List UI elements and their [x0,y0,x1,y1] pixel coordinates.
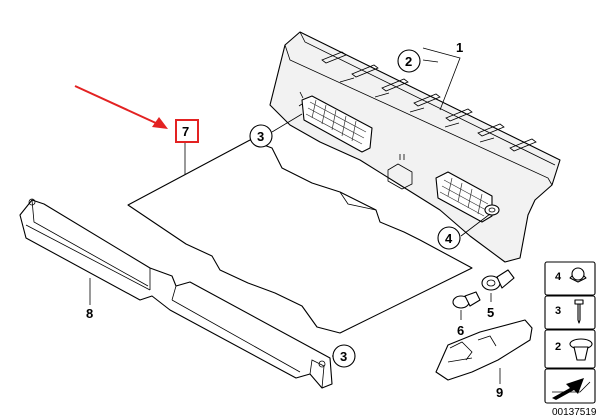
document-number: 00137519 [552,407,597,418]
legend-box-3 [544,295,596,330]
callout-3b: 3 [340,349,347,364]
highlight-box-7 [175,119,199,143]
clip-5 [481,269,515,291]
callout-7: 7 [182,124,189,139]
callout-6: 6 [457,323,464,338]
callout-circle-3a [249,124,273,148]
bracket-9 [435,319,533,381]
highlight-arrow [74,85,168,129]
trim-panel [19,198,333,389]
plug-6 [452,291,481,309]
push-clip-icon [569,338,593,361]
callout-circle-4 [437,226,461,250]
callout-4: 4 [445,231,453,246]
direction-arrow-icon [552,378,591,400]
screw-icon [574,299,584,324]
callout-9: 9 [496,385,503,400]
callout-circle-3b [332,344,356,368]
rear-shelf-panel [269,31,561,263]
callout-8: 8 [86,306,93,321]
fastener-legend: 4 3 2 [544,261,596,404]
callout-3a: 3 [257,129,264,144]
callout-1: 1 [456,40,463,55]
callout-circle-2 [397,49,421,73]
callout-2: 2 [405,54,412,69]
callouts: 1 2 3 7 4 5 6 8 9 3 [86,40,503,400]
floor-board [127,139,473,334]
legend-label-4: 4 [555,271,562,283]
callout-5: 5 [487,305,494,320]
legend-label-2: 2 [555,341,561,353]
legend-label-3: 3 [555,305,561,317]
nut-icon [569,267,587,283]
